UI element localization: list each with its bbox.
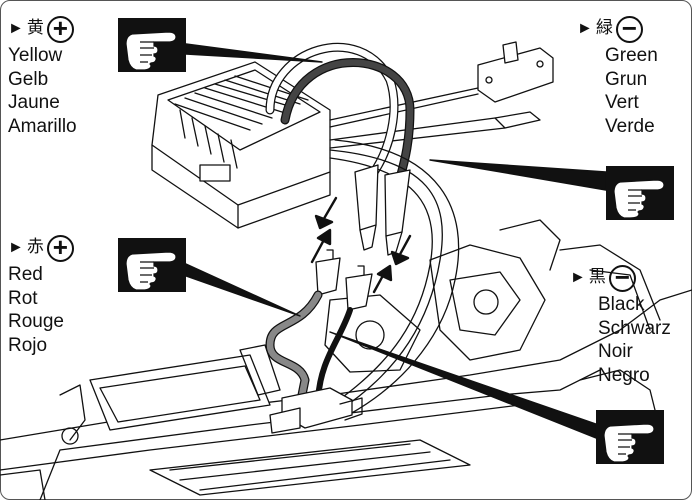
color-name-fr: Noir: [598, 341, 633, 362]
arrow-icon: ►: [570, 269, 586, 286]
color-name-es: Negro: [598, 364, 650, 386]
callout-red-header: ► 赤 +: [8, 233, 74, 263]
kanji-label: 緑: [595, 18, 613, 39]
color-name-en: Yellow: [8, 45, 63, 66]
connection-arrows: [310, 196, 412, 294]
color-name-fr: Vert: [605, 92, 639, 113]
color-name-en: Red: [8, 264, 43, 285]
esc-bullet-connectors: [354, 164, 411, 256]
speed-controller: [151, 61, 331, 229]
color-name-de: Schwarz: [598, 317, 671, 339]
plus-icon: +: [46, 15, 74, 43]
callout-green-header: ► 緑 −: [577, 14, 658, 44]
color-name-es: Rojo: [8, 334, 48, 356]
battery-bullet-connectors: [315, 249, 373, 311]
pointing-hand-icon: [606, 166, 674, 220]
minus-icon: −: [615, 15, 643, 43]
kanji-label: 黒: [588, 267, 606, 288]
motor-leads: [265, 42, 460, 415]
callout-yellow-header: ► 黄 +: [8, 14, 77, 44]
callout-green: ► 緑 − Green Grun Vert Verde: [577, 14, 658, 138]
pointing-hand-graphic: [125, 251, 177, 291]
battery-leads: [265, 290, 353, 410]
kanji-label: 赤: [26, 237, 44, 258]
kanji-label: 黄: [26, 18, 44, 39]
color-name-en: Green: [605, 45, 658, 66]
callout-yellow: ► 黄 + Yellow Gelb Jaune Amarillo: [8, 14, 77, 138]
callout-red: ► 赤 + Red Rot Rouge Rojo: [8, 233, 74, 357]
color-name-fr: Jaune: [8, 92, 60, 113]
color-name-de: Gelb: [8, 68, 49, 90]
chassis-drawing: [0, 219, 692, 500]
leader-lines: [185, 43, 607, 439]
pointing-hand-icon: [118, 238, 186, 292]
power-switch: [329, 41, 554, 128]
pointing-hand-graphic: [125, 31, 177, 71]
pointing-hand-graphic: [603, 423, 655, 463]
color-name-de: Rot: [8, 287, 38, 309]
callout-black-header: ► 黒 −: [570, 263, 671, 293]
pointing-hand-icon: [596, 410, 664, 464]
color-name-de: Grun: [605, 68, 648, 90]
pointing-hand-icon: [118, 18, 186, 72]
battery-plug: [269, 387, 363, 434]
color-name-es: Amarillo: [8, 115, 77, 137]
callout-black: ► 黒 − Black Schwarz Noir Negro: [570, 263, 671, 387]
receiver-connector: [329, 111, 541, 149]
plus-icon: +: [46, 234, 74, 262]
color-name-fr: Rouge: [8, 311, 64, 332]
arrow-icon: ►: [8, 239, 24, 256]
arrow-icon: ►: [8, 20, 24, 37]
arrow-icon: ►: [577, 20, 593, 37]
color-name-en: Black: [598, 294, 645, 315]
color-name-es: Verde: [605, 115, 655, 137]
pointing-hand-graphic: [613, 179, 665, 219]
minus-icon: −: [608, 264, 636, 292]
